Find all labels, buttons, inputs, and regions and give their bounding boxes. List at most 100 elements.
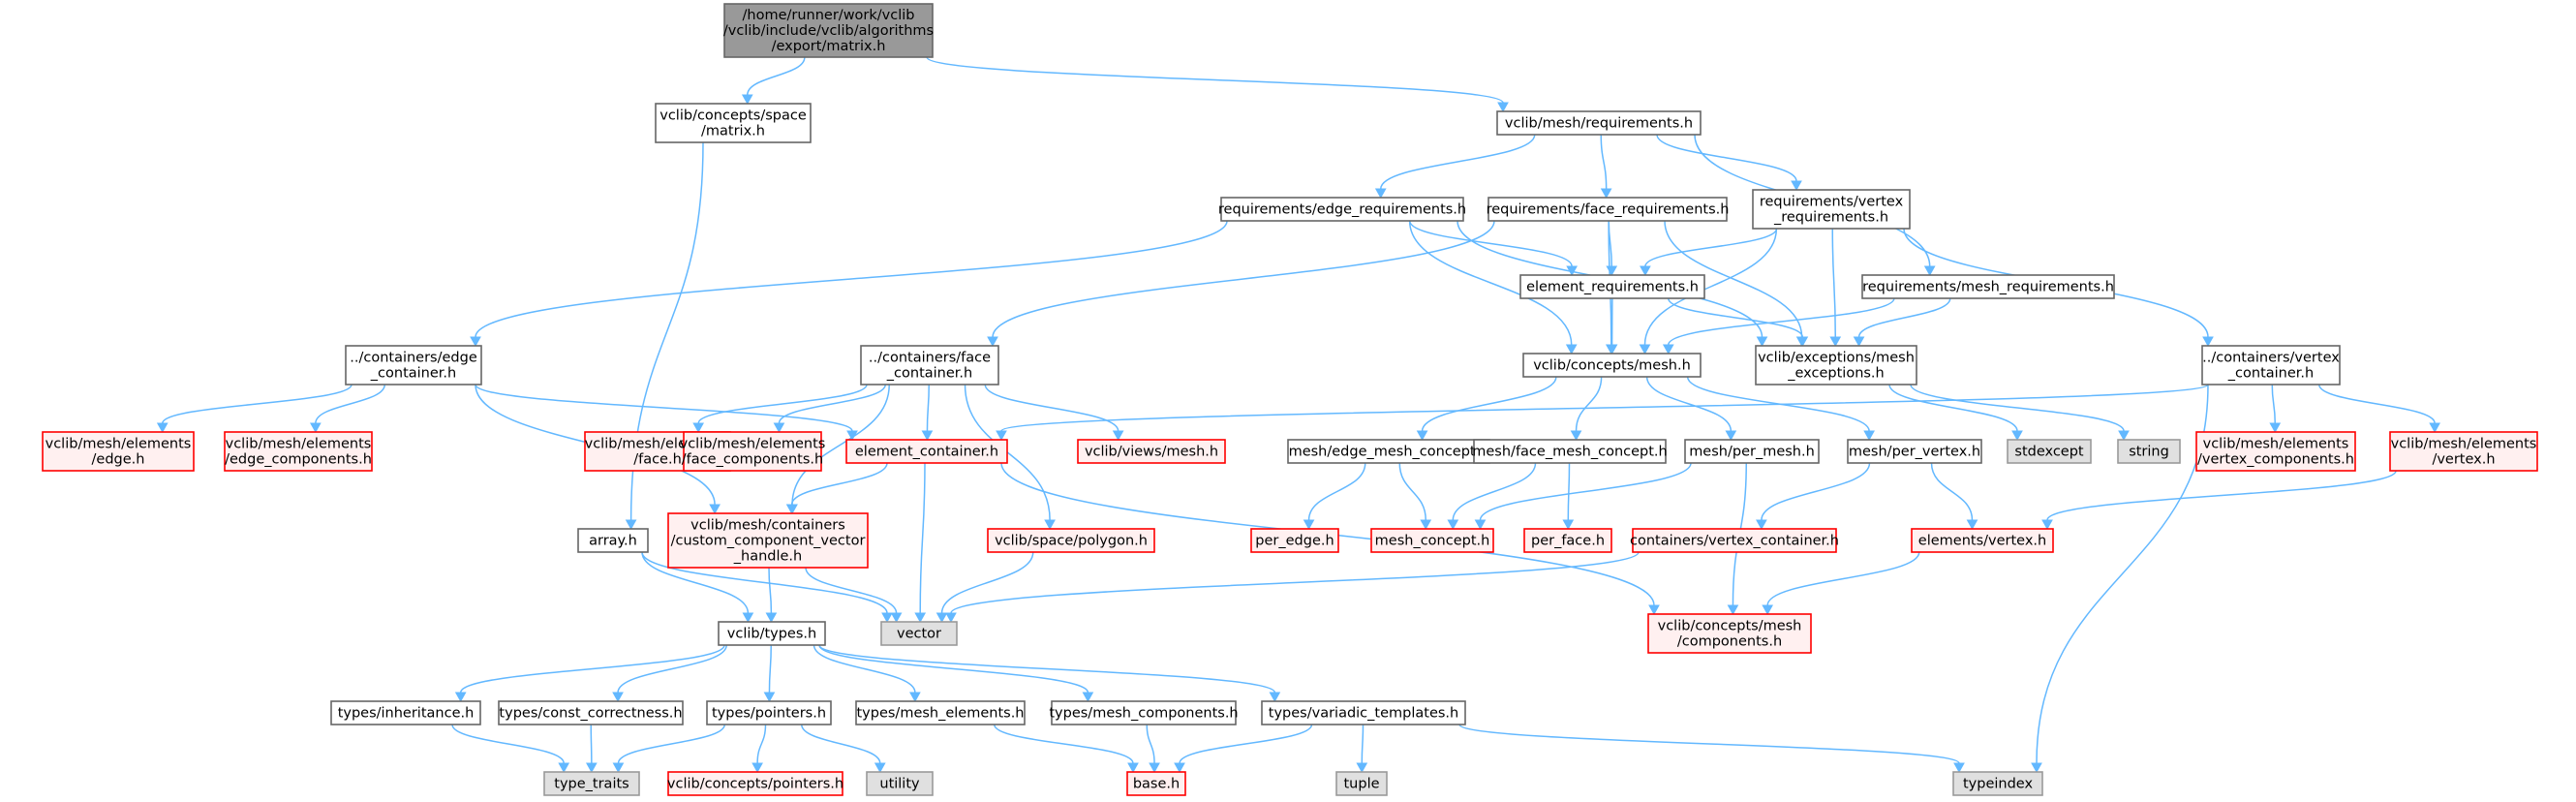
- edge-types-variadic-templates-to-typeindex: [1458, 724, 1965, 774]
- edge-line: [984, 384, 1119, 432]
- node-label: /vclib/include/vclib/algorithms: [723, 23, 934, 39]
- node-label: _container.h: [2227, 365, 2314, 381]
- edge-arrowhead: [1863, 430, 1875, 442]
- node-vclib-types[interactable]: vclib/types.h: [718, 621, 826, 646]
- node-elements-edge[interactable]: vclib/mesh/elements/edge.h: [42, 431, 195, 472]
- edge-arrowhead: [1447, 519, 1459, 531]
- node-mesh-concept[interactable]: mesh_concept.h: [1370, 528, 1494, 553]
- edge-root-to-mesh-requirements: [926, 56, 1509, 113]
- edge-arrowhead: [785, 504, 798, 515]
- node-array[interactable]: array.h: [577, 528, 649, 553]
- node-per-mesh[interactable]: mesh/per_mesh.h: [1684, 439, 1820, 464]
- edge-vertex-requirements-to-mesh-exceptions: [1829, 228, 1842, 348]
- node-elements-vertex-h[interactable]: elements/vertex.h: [1911, 528, 2054, 553]
- node-label: vclib/mesh/elements: [226, 436, 372, 451]
- node-types-inheritance[interactable]: types/inheritance.h: [330, 700, 481, 725]
- node-per-face[interactable]: per_face.h: [1523, 528, 1612, 553]
- node-label: /vertex_components.h: [2197, 451, 2354, 467]
- node-per-edge[interactable]: per_edge.h: [1250, 528, 1339, 553]
- edge-types-pointers-to-type-traits: [612, 724, 725, 774]
- node-string[interactable]: string: [2117, 439, 2181, 464]
- edge-arrowhead: [1174, 762, 1185, 774]
- edge-line: [756, 724, 767, 764]
- edge-line: [162, 384, 353, 424]
- node-label: element_container.h: [855, 444, 998, 459]
- node-mesh-requirements-h[interactable]: requirements/mesh_requirements.h: [1861, 274, 2115, 299]
- node-label: typeindex: [1963, 776, 2033, 791]
- node-box: [345, 345, 482, 386]
- edge-types-inheritance-to-type-traits: [451, 724, 570, 774]
- edge-element-container-to-vector: [914, 462, 927, 624]
- edge-line: [1567, 462, 1571, 521]
- edge-line: [926, 384, 930, 432]
- node-elements-edge-components[interactable]: vclib/mesh/elements/edge_components.h: [224, 431, 373, 472]
- node-label: vector: [897, 626, 941, 641]
- node-mesh-requirements[interactable]: vclib/mesh/requirements.h: [1496, 110, 1702, 136]
- node-box: [1861, 274, 2115, 299]
- edge-arrowhead: [1796, 336, 1809, 348]
- edge-line: [2318, 384, 2436, 424]
- edge-array-to-vclib-types: [641, 551, 754, 624]
- edge-vertex-container-to-element-container: [996, 384, 2209, 442]
- node-types-mesh-elements[interactable]: types/mesh_elements.h: [855, 700, 1026, 725]
- node-concepts-pointers[interactable]: vclib/concepts/pointers.h: [667, 771, 843, 796]
- node-elements-vertex[interactable]: vclib/mesh/elements/vertex.h: [2389, 431, 2538, 472]
- node-mesh-exceptions[interactable]: vclib/exceptions/mesh_exceptions.h: [1755, 345, 1917, 386]
- edge-line: [1831, 228, 1836, 338]
- edge-element-requirements-to-mesh-exceptions: [1668, 297, 1809, 348]
- node-stdexcept[interactable]: stdexcept: [2007, 439, 2092, 464]
- node-elements-face-components[interactable]: vclib/mesh/elements/face_components.h: [680, 431, 826, 472]
- node-vector[interactable]: vector: [880, 621, 958, 646]
- node-tuple[interactable]: tuple: [1335, 771, 1388, 796]
- node-label: ../containers/edge: [350, 350, 477, 365]
- node-typeindex[interactable]: typeindex: [1952, 771, 2043, 796]
- node-views-mesh[interactable]: vclib/views/mesh.h: [1077, 439, 1226, 464]
- node-face-container[interactable]: ../containers/face_container.h: [860, 345, 999, 386]
- node-box: [498, 700, 684, 725]
- node-box: [1370, 528, 1494, 553]
- node-concepts-mesh[interactable]: vclib/concepts/mesh.h: [1522, 353, 1702, 378]
- node-vertex-container[interactable]: ../containers/vertex_container.h: [2201, 345, 2341, 386]
- node-elements-vertex-components[interactable]: vclib/mesh/elements/vertex_components.h: [2195, 431, 2356, 472]
- edge-arrowhead: [1149, 762, 1160, 774]
- node-space-polygon[interactable]: vclib/space/polygon.h: [987, 528, 1155, 553]
- node-box: [577, 528, 649, 553]
- node-type-traits[interactable]: type_traits: [543, 771, 640, 796]
- node-label: element_requirements.h: [1526, 279, 1699, 294]
- node-face-requirements[interactable]: requirements/face_requirements.h: [1487, 197, 1730, 222]
- node-types-mesh-components[interactable]: types/mesh_components.h: [1049, 700, 1239, 725]
- node-utility[interactable]: utility: [866, 771, 934, 796]
- node-per-vertex[interactable]: mesh/per_vertex.h: [1847, 439, 1982, 464]
- node-box: [855, 700, 1026, 725]
- node-vertex-requirements[interactable]: requirements/vertex_requirements.h: [1752, 189, 1911, 230]
- edge-edge-mesh-concept-to-mesh-concept: [1398, 462, 1432, 531]
- edge-types-const-correctness-to-type-traits: [586, 724, 598, 774]
- node-element-container[interactable]: element_container.h: [845, 439, 1008, 464]
- node-face-mesh-concept[interactable]: mesh/face_mesh_concept.h: [1472, 439, 1668, 464]
- edge-arrowhead: [454, 692, 467, 703]
- node-base[interactable]: base.h: [1126, 771, 1186, 796]
- node-custom-component[interactable]: vclib/mesh/containers/custom_component_v…: [667, 512, 869, 569]
- node-label: vclib/space/polygon.h: [995, 533, 1148, 548]
- node-root[interactable]: /home/runner/work/vclib/vclib/include/vc…: [723, 3, 934, 58]
- node-edge-requirements[interactable]: requirements/edge_requirements.h: [1218, 197, 1466, 222]
- edge-arrowhead: [1044, 519, 1056, 531]
- node-concepts-space-matrix[interactable]: vclib/concepts/space/matrix.h: [655, 103, 812, 143]
- node-edge-container[interactable]: ../containers/edge_container.h: [345, 345, 482, 386]
- node-label: mesh/edge_mesh_concept.h: [1289, 444, 1489, 459]
- edge-arrowhead: [741, 94, 753, 106]
- edge-vclib-types-to-types-mesh-elements: [813, 644, 921, 703]
- node-edge-mesh-concept[interactable]: mesh/edge_mesh_concept.h: [1287, 439, 1490, 464]
- node-concepts-mesh-components[interactable]: vclib/concepts/mesh/components.h: [1647, 613, 1812, 654]
- edge-mesh-requirements-h-to-concepts-mesh: [1662, 297, 1895, 355]
- node-label: vclib/concepts/space: [659, 108, 807, 123]
- node-types-pointers[interactable]: types/pointers.h: [706, 700, 832, 725]
- edge-concepts-mesh-to-edge-mesh-concept: [1416, 376, 1557, 442]
- node-types-variadic-templates[interactable]: types/variadic_templates.h: [1261, 700, 1466, 725]
- edge-line: [641, 551, 750, 614]
- node-element-requirements[interactable]: element_requirements.h: [1519, 274, 1705, 299]
- node-types-const-correctness[interactable]: types/const_correctness.h: [498, 700, 684, 725]
- edge-arrowhead: [1600, 188, 1612, 200]
- node-containers-vertex-container[interactable]: containers/vertex_container.h: [1630, 528, 1839, 553]
